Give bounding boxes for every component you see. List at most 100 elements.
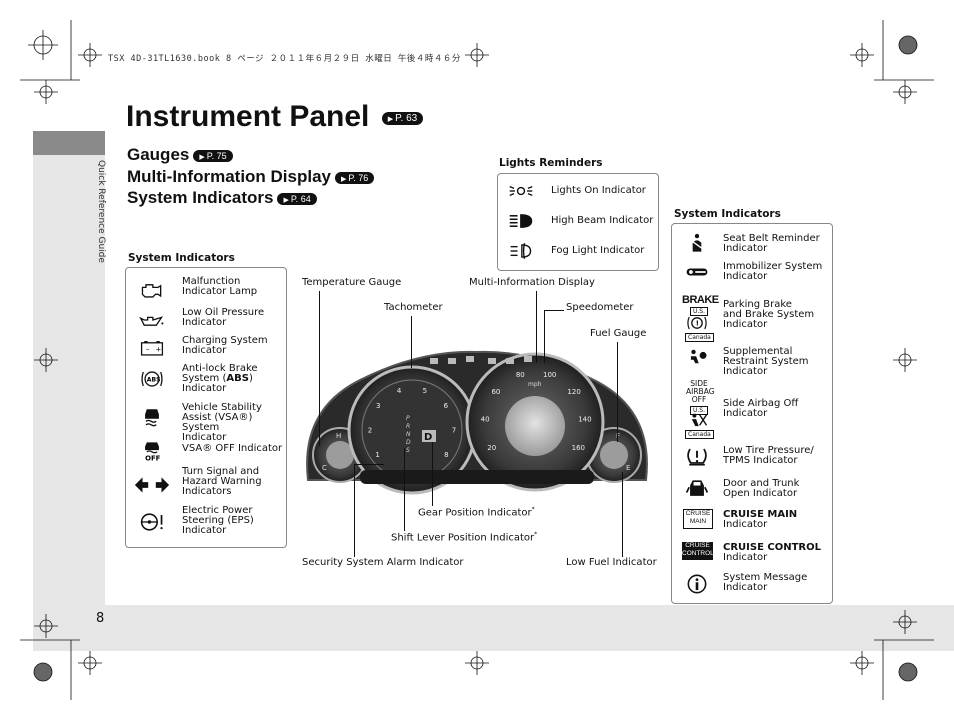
lights-on-icon [506, 179, 536, 203]
low-fuel-leader [622, 472, 623, 557]
tachometer-number: 8 [444, 451, 448, 459]
us-tag: U.S. [690, 406, 709, 415]
oil-can-icon [137, 308, 167, 332]
canada-tag: Canada [685, 430, 714, 439]
info-icon [682, 572, 712, 596]
left-system-indicators-label: System Indicators [128, 252, 235, 264]
side-airbag-text-icon: SIDE AIRBAG OFF [686, 379, 715, 404]
book-header-line: TSX 4D-31TL1630.book 8 ページ ２０１１年６月２９日 水曜… [108, 54, 461, 64]
cruise-control-icon: CRUISE CONTROL [682, 542, 714, 560]
gear-display-box [422, 430, 436, 442]
security-alarm-leader-h [354, 464, 384, 465]
tpms-icon [682, 444, 712, 468]
lights-on-label: Lights On Indicator [551, 185, 646, 196]
sidebar-section-label: Quick Reference Guide [96, 160, 106, 263]
subtitle-text: System Indicators [127, 188, 274, 207]
brake-text-icon: BRAKE [682, 294, 719, 306]
cluster-indicator-row [430, 356, 532, 364]
tachometer-callout: Tachometer [384, 302, 443, 313]
security-alarm-callout: Security System Alarm Indicator [302, 557, 464, 568]
side-text: SIDE [690, 379, 708, 388]
page-title-text: Instrument Panel [126, 100, 370, 133]
subtitle-gauges: GaugesP. 75 [127, 145, 233, 165]
shift-position-letter: S [406, 447, 410, 454]
vsa-off-label: VSA® OFF Indicator [182, 443, 283, 454]
turn-signal-label: Turn Signal and Hazard Warning Indicator… [182, 466, 262, 497]
low-fuel-callout: Low Fuel Indicator [566, 557, 657, 568]
engine-icon [137, 278, 167, 302]
gear-position-leader [432, 442, 433, 506]
subtitle-system-indicators: System IndicatorsP. 64 [127, 188, 317, 208]
shift-position-letter: R [406, 423, 410, 430]
shift-lever-leader [404, 448, 405, 531]
page-title: Instrument Panel P. 63 [126, 100, 424, 134]
airbag-icon [682, 346, 712, 370]
fog-light-icon [506, 239, 536, 263]
high-beam-icon [506, 209, 536, 233]
abs-label: Anti-lock Brake System (ABS) Indicator [182, 363, 258, 394]
cluster-bottom-strip [360, 470, 594, 484]
high-beam-label: High Beam Indicator [551, 215, 654, 226]
sidebar-panel [33, 131, 105, 651]
abs-icon: ABS [137, 367, 167, 391]
temperature-hub [326, 441, 354, 469]
speedometer-number: 40 [481, 415, 490, 423]
airbag-text: AIRBAG [686, 387, 715, 396]
multi-info-ref-link[interactable]: P. 76 [335, 171, 375, 184]
vsa-icon [137, 405, 167, 429]
tachometer-leader [411, 316, 412, 368]
page-ref-link[interactable]: P. 63 [381, 111, 424, 125]
gauges-ref-link[interactable]: P. 75 [193, 149, 233, 162]
multi-info-callout: Multi-Information Display [469, 277, 595, 288]
temp-cold-mark: C [322, 464, 327, 472]
vsa-label: Vehicle Stability Assist (VSA®) System I… [182, 402, 262, 443]
speedometer-number: 80 [516, 371, 525, 379]
vsa-off-icon: OFF [137, 439, 167, 463]
turn-signal-icon [132, 473, 172, 497]
sidebar-tab [33, 131, 105, 155]
system-message-label: System Message Indicator [723, 572, 808, 593]
shift-lever-callout: Shift Lever Position Indicator* [391, 531, 538, 544]
right-system-indicators-box: Seat Belt Reminder Indicator Immobilizer… [671, 223, 833, 604]
system-indicators-ref-link[interactable]: P. 64 [277, 192, 317, 205]
side-airbag-label: Side Airbag Off Indicator [723, 398, 799, 419]
shift-position-letter: D [406, 439, 411, 446]
immobilizer-label: Immobilizer System Indicator [723, 261, 823, 282]
key-icon [682, 260, 712, 284]
brake-icon: ! [684, 314, 710, 332]
speedometer-number: 140 [578, 415, 591, 423]
speedometer-number: 160 [572, 444, 585, 452]
gear-position-callout: Gear Position Indicator* [418, 506, 535, 519]
fuel-leader [617, 342, 618, 442]
seat-belt-label: Seat Belt Reminder Indicator [723, 233, 820, 254]
svg-text:!: ! [696, 320, 699, 328]
multi-information-display [505, 396, 565, 456]
tachometer-number: 1 [375, 451, 379, 459]
tachometer-number: 3 [376, 402, 380, 410]
gear-display-value: D [424, 432, 432, 443]
footer-bar [105, 605, 954, 651]
battery-icon: –+ [137, 336, 167, 360]
fuel-empty-mark: E [626, 464, 630, 472]
srs-label: Supplemental Restraint System Indicator [723, 346, 809, 377]
door-trunk-label: Door and Trunk Open Indicator [723, 478, 800, 499]
speedometer-number: 20 [487, 444, 496, 452]
subtitle-multi-info: Multi-Information DisplayP. 76 [127, 167, 375, 187]
lights-reminders-label: Lights Reminders [499, 157, 603, 169]
shift-position-letter: N [406, 431, 411, 438]
speedometer-number: 120 [567, 388, 580, 396]
speedometer-leader-h [544, 310, 564, 311]
speedometer-callout: Speedometer [566, 302, 634, 313]
temperature-leader [319, 291, 320, 446]
cruise-main-icon: CRUISE MAIN [683, 509, 713, 529]
security-alarm-leader [354, 464, 355, 557]
speedometer-number: 100 [543, 371, 556, 379]
left-system-indicators-box: Malfunction Indicator Lamp Low Oil Press… [125, 267, 287, 548]
tachometer-number: 7 [452, 427, 456, 435]
